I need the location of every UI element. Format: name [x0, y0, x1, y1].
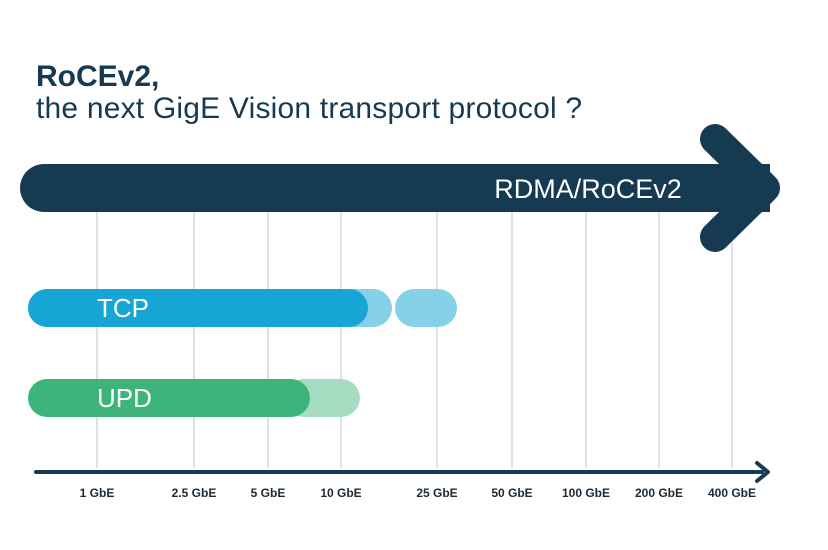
tick-label-5gbe: 5 GbE — [251, 486, 286, 500]
tcp-bar-label: TCP — [97, 293, 149, 323]
diagram-subtitle: the next GigE Vision transport protocol … — [36, 92, 583, 125]
upd-bar: UPD — [28, 379, 360, 417]
tick-label-400gbe: 400 GbE — [708, 486, 756, 500]
title-block: RoCEv2, the next GigE Vision transport p… — [36, 60, 582, 126]
tcp-bar: TCP — [28, 289, 457, 327]
speed-axis-arrowhead — [755, 461, 770, 483]
tick-labels: 1 GbE 2.5 GbE 5 GbE 10 GbE 25 GbE 50 GbE… — [80, 486, 756, 500]
diagram-title: RoCEv2, — [36, 60, 160, 93]
tick-label-10gbe: 10 GbE — [320, 486, 361, 500]
upd-bar-label: UPD — [97, 383, 152, 413]
tick-label-1gbe: 1 GbE — [80, 486, 115, 500]
tick-label-2-5gbe: 2.5 GbE — [172, 486, 217, 500]
upd-bar-solid — [28, 379, 310, 417]
tick-label-100gbe: 100 GbE — [562, 486, 610, 500]
rocev2-arrow-label: RDMA/RoCEv2 — [494, 174, 682, 204]
tick-label-200gbe: 200 GbE — [635, 486, 683, 500]
rocev2-arrow-head — [700, 124, 780, 252]
speed-axis — [34, 461, 770, 483]
tcp-bar-solid — [28, 289, 368, 327]
tick-label-25gbe: 25 GbE — [416, 486, 457, 500]
gridlines — [96, 210, 733, 468]
rocev2-arrow-body — [20, 164, 770, 212]
tcp-bar-light-segment-25gbe — [395, 289, 457, 327]
tick-label-50gbe: 50 GbE — [491, 486, 532, 500]
rocev2-arrow: RDMA/RoCEv2 — [20, 124, 780, 252]
